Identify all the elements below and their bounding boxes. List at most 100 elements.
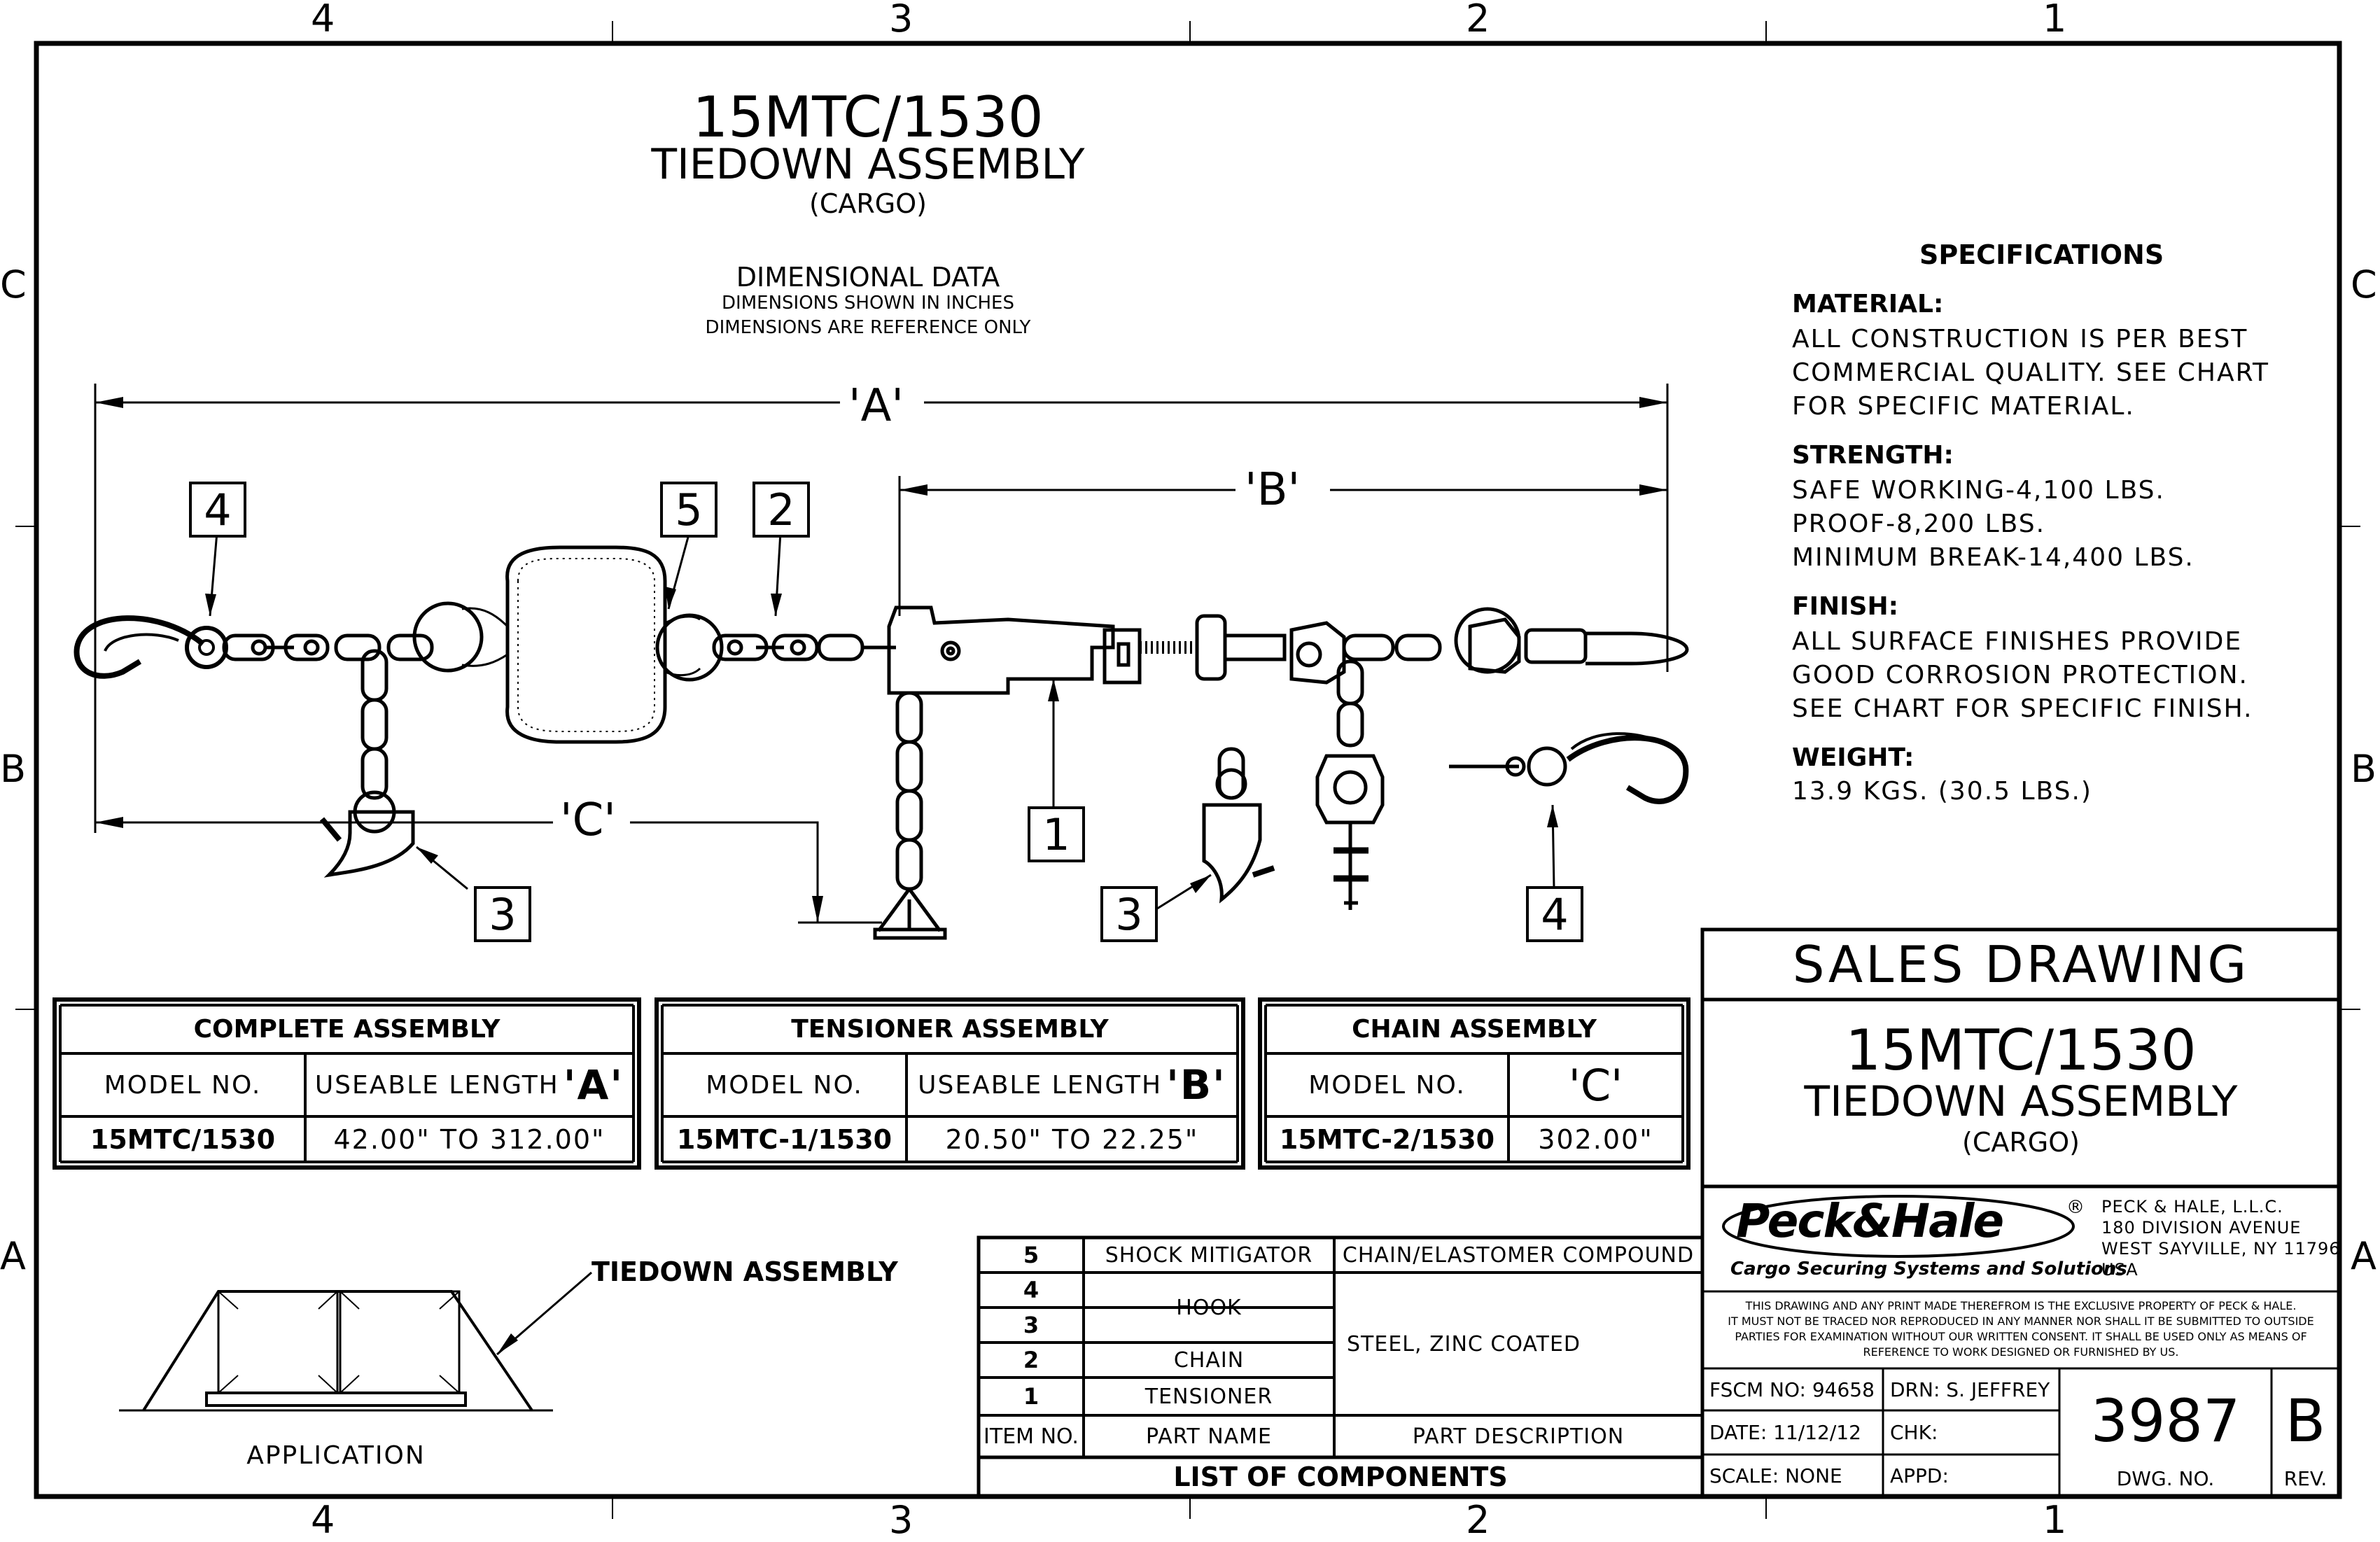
zone-top-3: 3	[889, 0, 913, 41]
zone-left-b: B	[0, 747, 27, 791]
logo-oval	[1722, 1195, 2075, 1258]
complete-assembly-col-length-letter: 'A'	[563, 1061, 624, 1109]
zone-bottom-2: 2	[1466, 1498, 1490, 1542]
drawing-scale: SCALE: NONE	[1709, 1464, 1842, 1487]
spec-weight-heading: WEIGHT:	[1792, 743, 1914, 772]
approved-by: APPD:	[1890, 1464, 1949, 1487]
callout-3-right: 3	[1100, 886, 1158, 942]
sales-drawing-label: SALES DRAWING	[1792, 935, 2250, 994]
titleblock-model: 15MTC/1530	[1845, 1017, 2197, 1083]
address-line-2: 180 DIVISION AVENUE	[2101, 1218, 2302, 1238]
zone-left-a: A	[0, 1234, 26, 1278]
components-header-desc: PART DESCRIPTION	[1412, 1424, 1625, 1449]
application-label: APPLICATION	[246, 1441, 426, 1470]
zone-right-c: C	[2351, 262, 2377, 307]
titleblock-sub: (CARGO)	[1962, 1127, 2080, 1158]
company-tagline: Cargo Securing Systems and Solutions	[1730, 1259, 2127, 1280]
company-logo: Peck&Hale	[1736, 1194, 2004, 1248]
revision-label: REV.	[2283, 1466, 2328, 1490]
zone-right-a: A	[2351, 1234, 2376, 1278]
component-item-2: 2	[1023, 1347, 1040, 1373]
address-line-1: PECK & HALE, L.L.C.	[2101, 1197, 2283, 1217]
component-part-1: TENSIONER	[1144, 1384, 1273, 1409]
complete-assembly-title: COMPLETE ASSEMBLY	[193, 1015, 500, 1044]
application-sketch	[119, 1271, 592, 1412]
tensioner-assembly-title: TENSIONER ASSEMBLY	[791, 1015, 1109, 1044]
property-notice-2: IT MUST NOT BE TRACED NOR REPRODUCED IN …	[1728, 1315, 2314, 1328]
component-part-5: SHOCK MITIGATOR	[1105, 1242, 1313, 1268]
callout-1: 1	[1028, 806, 1085, 862]
callout-4-left: 4	[189, 482, 246, 538]
zone-top-4: 4	[311, 0, 335, 41]
property-notice-4: REFERENCE TO WORK DESIGNED OR FURNISHED …	[1863, 1345, 2179, 1359]
drawing-number: 3987	[2090, 1387, 2241, 1455]
component-part-2: CHAIN	[1173, 1347, 1245, 1373]
tensioner-assembly-col-length-text: USEABLE LENGTH	[918, 1070, 1163, 1100]
chain-assembly-length: 302.00"	[1538, 1123, 1653, 1155]
callout-2: 2	[752, 482, 810, 538]
components-table-grid	[976, 1235, 1704, 1499]
component-item-4: 4	[1023, 1277, 1040, 1303]
tiedown-assembly-illustration	[74, 545, 1689, 940]
shock-mitigator-shape	[505, 545, 667, 744]
dimension-c-label: 'C'	[560, 794, 616, 846]
application-callout: TIEDOWN ASSEMBLY	[592, 1256, 898, 1287]
spec-finish-line-3: SEE CHART FOR SPECIFIC FINISH.	[1792, 694, 2253, 723]
components-footer: LIST OF COMPONENTS	[1173, 1462, 1508, 1492]
property-notice-3: PARTIES FOR EXAMINATION WITHOUT OUR WRIT…	[1735, 1330, 2307, 1343]
components-header-part: PART NAME	[1145, 1424, 1273, 1449]
component-item-3: 3	[1023, 1312, 1040, 1338]
callout-5: 5	[660, 482, 718, 538]
assembly-table-grid	[52, 997, 1690, 1170]
spec-material-heading: MATERIAL:	[1792, 290, 1944, 318]
fscm-number: FSCM NO: 94658	[1709, 1378, 1875, 1401]
spec-weight-value: 13.9 KGS. (30.5 LBS.)	[1792, 777, 2092, 806]
zone-left-c: C	[0, 262, 27, 307]
tensioner-assembly-length: 20.50" TO 22.25"	[945, 1123, 1199, 1155]
zone-bottom-1: 1	[2043, 1498, 2067, 1542]
spec-strength-heading: STRENGTH:	[1792, 441, 1954, 470]
spec-finish-line-1: ALL SURFACE FINISHES PROVIDE	[1792, 627, 2243, 656]
dimensional-data-note-1: DIMENSIONS SHOWN IN INCHES	[722, 293, 1014, 314]
callout-3-left: 3	[474, 886, 531, 942]
dimension-lines	[94, 384, 1669, 924]
complete-assembly-model: 15MTC/1530	[90, 1123, 276, 1155]
zone-bottom-3: 3	[889, 1498, 913, 1542]
spec-material-line-2: COMMERCIAL QUALITY. SEE CHART	[1792, 358, 2270, 387]
complete-assembly-col-length: USEABLE LENGTH 'A'	[305, 1053, 634, 1116]
component-item-1: 1	[1023, 1383, 1040, 1410]
drawing-date: DATE: 11/12/12	[1709, 1421, 1861, 1444]
tensioner-assembly-col-length-letter: 'B'	[1166, 1061, 1226, 1109]
drawing-title-sub: (CARGO)	[809, 188, 927, 219]
dimension-a-label: 'A'	[848, 380, 904, 432]
drawing-title-model: 15MTC/1530	[692, 85, 1044, 150]
complete-assembly-length: 42.00" TO 312.00"	[333, 1123, 606, 1155]
dimensional-data-note-2: DIMENSIONS ARE REFERENCE ONLY	[705, 317, 1031, 338]
address-line-4: USA	[2101, 1260, 2138, 1280]
chain-assembly-col-model: MODEL NO.	[1308, 1070, 1466, 1100]
dimensional-data-heading: DIMENSIONAL DATA	[736, 262, 1000, 293]
chain-assembly-model: 15MTC-2/1530	[1279, 1123, 1495, 1155]
spec-strength-line-2: PROOF-8,200 LBS.	[1792, 510, 2046, 538]
registered-mark: ®	[2066, 1197, 2085, 1218]
address-line-3: WEST SAYVILLE, NY 11796	[2101, 1239, 2341, 1259]
spec-finish-heading: FINISH:	[1792, 592, 1898, 621]
drawn-by: DRN: S. JEFFREY	[1890, 1378, 2050, 1401]
dimension-b-label: 'B'	[1245, 464, 1301, 516]
spec-material-line-3: FOR SPECIFIC MATERIAL.	[1792, 392, 2135, 421]
zone-top-1: 1	[2043, 0, 2067, 41]
spec-finish-line-2: GOOD CORROSION PROTECTION.	[1792, 661, 2248, 689]
zone-bottom-4: 4	[311, 1498, 335, 1542]
component-part-hook: HOOK	[1176, 1295, 1242, 1320]
complete-assembly-col-model: MODEL NO.	[104, 1070, 262, 1100]
titleblock-name: TIEDOWN ASSEMBLY	[1804, 1077, 2238, 1126]
component-item-5: 5	[1023, 1242, 1040, 1268]
zone-top-2: 2	[1466, 0, 1490, 41]
revision-letter: B	[2285, 1387, 2326, 1455]
spec-material-line-1: ALL CONSTRUCTION IS PER BEST	[1792, 325, 2248, 353]
drawing-number-label: DWG. NO.	[2116, 1466, 2215, 1490]
chain-assembly-col-c: 'C'	[1568, 1059, 1623, 1111]
tensioner-assembly-col-model: MODEL NO.	[706, 1070, 863, 1100]
component-desc-5: CHAIN/ELASTOMER COMPOUND	[1342, 1242, 1695, 1268]
